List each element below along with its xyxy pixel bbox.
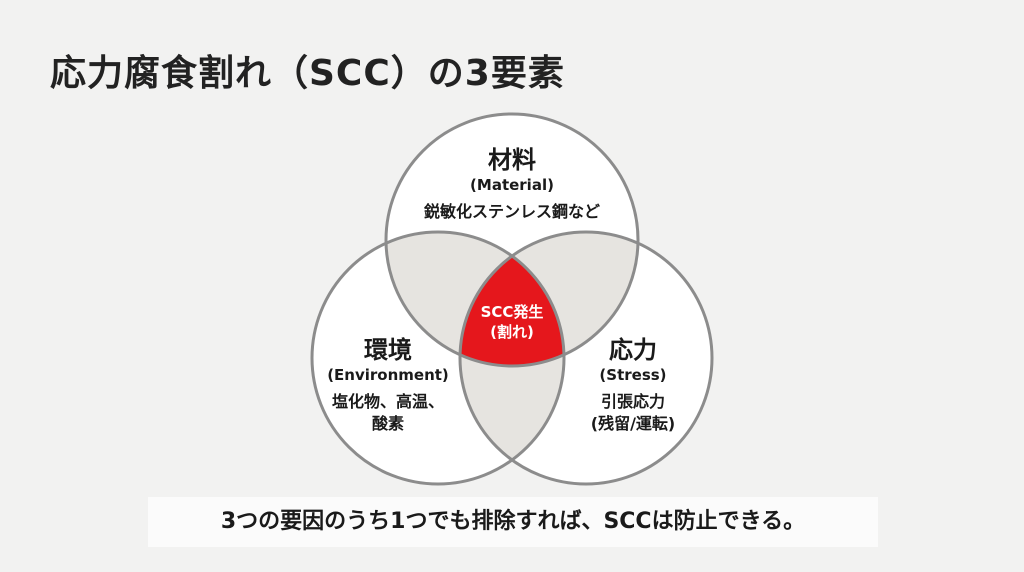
material-english: (Material) bbox=[470, 176, 554, 194]
page-title: 応力腐食割れ（SCC）の3要素 bbox=[50, 53, 565, 94]
circle-environment-outline bbox=[310, 230, 566, 486]
environment-detail-1: 塩化物、高温、 bbox=[331, 392, 444, 411]
environment-english: (Environment) bbox=[327, 366, 449, 384]
overlap-center bbox=[460, 232, 564, 366]
circle-stress-outline bbox=[458, 230, 714, 486]
stress-heading: 応力 bbox=[608, 336, 657, 364]
caption: 3つの要因のうち1つでも排除すれば、SCCは防止できる。 bbox=[148, 497, 878, 547]
environment-detail-2: 酸素 bbox=[371, 414, 404, 433]
material-detail: 鋭敏化ステンレス鋼など bbox=[423, 202, 601, 221]
stress-detail-1: 引張応力 bbox=[600, 392, 666, 411]
label-environment: 環境 (Environment) 塩化物、高温、 酸素 bbox=[327, 335, 449, 435]
stress-english: (Stress) bbox=[599, 366, 667, 384]
environment-heading: 環境 bbox=[364, 336, 412, 364]
circle-material-outline bbox=[384, 112, 640, 368]
stress-detail-2: (残留/運転) bbox=[590, 414, 676, 433]
label-stress: 応力 (Stress) 引張応力 (残留/運転) bbox=[591, 335, 675, 435]
label-center: SCC発生 (割れ) bbox=[481, 302, 544, 342]
label-material: 材料 (Material) 鋭敏化ステンレス鋼など bbox=[424, 145, 600, 223]
center-line-1: SCC発生 bbox=[480, 303, 544, 321]
center-line-2: (割れ) bbox=[490, 323, 534, 341]
material-heading: 材料 bbox=[487, 146, 536, 174]
